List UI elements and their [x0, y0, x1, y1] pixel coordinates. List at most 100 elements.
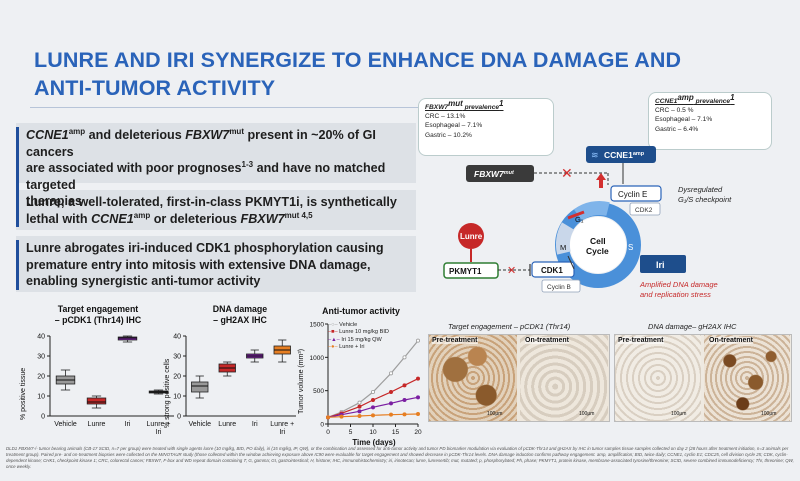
- ccne1-esophageal: Esophageal – 7.1%: [655, 116, 713, 124]
- ccne1-box-tail: prevalence: [693, 98, 731, 105]
- ihc-te-title: Target engagement – pCDK1 (Thr14): [448, 322, 571, 331]
- ccne1-box-sup: amp: [677, 92, 694, 102]
- b2-fbxw7: FBXW7: [240, 211, 285, 226]
- fbxw7-prevalence-box: FBXW7mut prevalence1 CRC – 13.1% Esophag…: [418, 98, 554, 156]
- series-point-0: [357, 400, 362, 405]
- ihc-te-on-label: On-treatment: [525, 337, 569, 344]
- series-point-3: [371, 413, 376, 418]
- pkmyt1-x-icon: ✕: [507, 264, 516, 277]
- ccne1-prevalence-box: CCNE1amp prevalence1 CRC – 0.5 % Esophag…: [648, 92, 772, 150]
- x-category-label: Iri: [252, 421, 258, 428]
- lunre-circle: [458, 223, 484, 249]
- s-label: S: [628, 243, 633, 252]
- series-point-1: [389, 390, 394, 395]
- cdk1-to-m: [567, 255, 575, 270]
- series-point-0: [371, 390, 376, 395]
- b2-ccne1-sup: amp: [133, 210, 151, 220]
- series-point-3: [357, 414, 362, 419]
- ihc-dd-on-image: [704, 335, 790, 421]
- at-legend-iri: –▲– Iri 15 mg/kg QW: [328, 336, 382, 343]
- at-legend-vehicle: –○– Vehicle: [328, 322, 358, 328]
- bullet-shade-1: [16, 123, 416, 183]
- ihc-dd-title: DNA damage– gH2AX IHC: [648, 322, 737, 331]
- x-category-label: Lunre: [88, 421, 106, 428]
- bullet-1-marker: [16, 127, 19, 210]
- fbxw7-prevalence-title: FBXW7mut prevalence1: [425, 99, 547, 112]
- pkmyt1-label: PKMYT1: [449, 267, 482, 276]
- b1-line2b: and have no matched targeted: [26, 161, 386, 192]
- x-category-label: Lunre: [218, 421, 236, 428]
- y-tick-label: 0: [320, 422, 324, 429]
- te-title-line1: Target engagement: [57, 304, 139, 314]
- b2-fbxw7-sup: mut 4,5: [284, 210, 313, 220]
- series-point-2: [357, 409, 362, 414]
- ccne1-prevalence-title: CCNE1amp prevalence1: [655, 93, 765, 106]
- box-body: [191, 381, 209, 393]
- ccne1-crc: CRC – 0.5 %: [655, 107, 694, 115]
- y-tick-label: 20: [173, 374, 181, 381]
- lunre-label: Lunre: [460, 232, 483, 241]
- te-chart-title: Target engagement – pCDK1 (Thr14) IHC: [28, 304, 168, 326]
- x-category-label: Lunre +: [147, 421, 171, 428]
- x-tick-label: 20: [414, 429, 422, 436]
- ihc-dd-pre-image: [615, 335, 701, 421]
- ihc-te-on-image: [520, 335, 608, 421]
- series-point-2: [371, 405, 376, 410]
- box-body: [86, 397, 107, 405]
- fbxw7-esophageal: Esophageal – 7.1%: [425, 122, 483, 130]
- ccne1-gastric: Gastric – 6.4%: [655, 125, 699, 133]
- series-point-1: [371, 398, 376, 403]
- x-category-label: Iri: [125, 421, 131, 428]
- at-legend-vehicle-label: Vehicle: [339, 322, 358, 328]
- y-tick-label: 30: [173, 354, 181, 361]
- y-tick-label: 40: [173, 334, 181, 341]
- b1-text-a: and deleterious: [85, 128, 186, 142]
- series-point-1: [402, 383, 407, 388]
- cell-cycle-m-arc: [555, 222, 575, 255]
- fbxw7-box-gene: FBXW7: [425, 104, 449, 111]
- ccne1-box-gene: CCNE1: [655, 98, 678, 105]
- series-point-2: [402, 398, 407, 403]
- ihc-te-pre-image: [429, 335, 517, 421]
- fbxw7-box-sup: mut: [448, 98, 463, 108]
- series-point-0: [416, 338, 421, 343]
- cyclin-b-label: Cyclin B: [547, 284, 571, 291]
- series-point-1: [416, 376, 421, 381]
- cdk2-label: CDK2: [635, 207, 653, 214]
- dd-chart-title: DNA damage – gH2AX IHC: [180, 304, 300, 326]
- m-label: M: [560, 243, 566, 252]
- ihc-te-on-scale: 100μm: [579, 411, 595, 417]
- series-point-3: [416, 412, 421, 417]
- ihc-dd-on-scale: 100μm: [761, 411, 777, 417]
- cyclin-b-box: [541, 279, 581, 293]
- series-point-3: [402, 412, 407, 417]
- fbxw7-crc: CRC – 13.1%: [425, 113, 466, 121]
- b2-line2a: lethal with: [26, 211, 92, 226]
- slide-title-line2: ANTI-TUMOR ACTIVITY: [34, 76, 276, 100]
- fbxw7-box-tail: prevalence: [462, 104, 500, 111]
- y-tick-label: 10: [37, 394, 45, 401]
- amplified-label-1: Amplified DNA damage: [639, 280, 718, 289]
- title-underline: [30, 107, 420, 108]
- dd-ylabel: % strong positive cells: [164, 358, 171, 428]
- footnote: DLD1 FBXW7-/- tumor bearing animals (CB-…: [6, 446, 794, 469]
- y-tick-label: 0: [177, 414, 181, 421]
- ccne1-term: CCNE1: [26, 128, 69, 142]
- b1-text-b: present in ~20% of GI cancers: [26, 128, 376, 159]
- bullet-3: Lunre abrogates iri-induced CDK1 phospho…: [16, 240, 412, 290]
- series-point-3: [339, 414, 344, 419]
- fbxw7-box-ref: 1: [499, 98, 504, 108]
- iri-label: Iri: [656, 260, 665, 270]
- fbxw7-gastric: Gastric – 10.2%: [425, 131, 472, 139]
- b3-line3: enabling synergistic anti-tumor activity: [26, 274, 261, 288]
- bullet-2-marker: [16, 194, 19, 227]
- ccne1-sup: amp: [68, 126, 86, 136]
- b1-line2a: are associated with poor prognoses: [26, 161, 242, 175]
- cyclin-e-label: Cyclin E: [618, 190, 647, 199]
- x-tick-label: 0: [326, 429, 330, 436]
- checkpoint-bar: [567, 210, 585, 220]
- cell-label: Cell: [590, 236, 606, 246]
- b2-line2c: or deleterious: [150, 211, 241, 226]
